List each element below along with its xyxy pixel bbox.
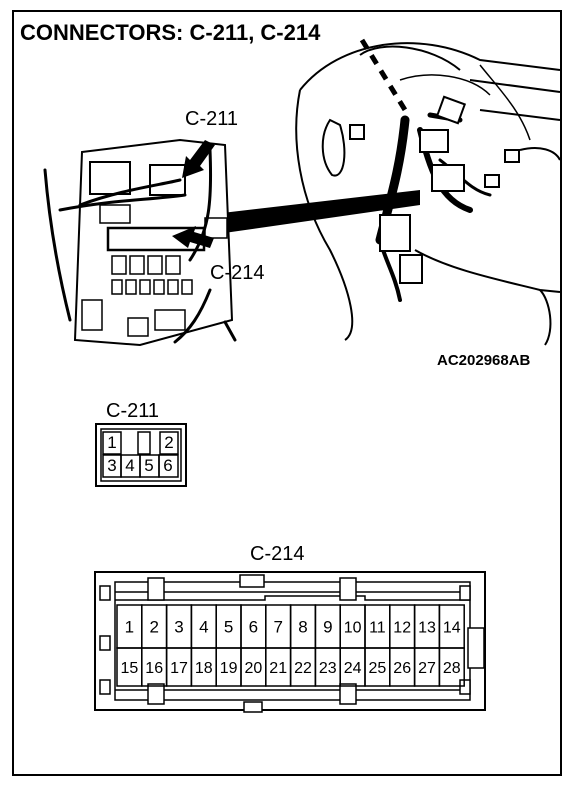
callout-c214: C-214: [210, 262, 265, 284]
steering-axis: [359, 38, 408, 112]
c211-pin: 4: [125, 456, 135, 475]
callout-c211: C-211: [185, 108, 238, 130]
c211-arrow: [182, 140, 215, 178]
c211-pin: 6: [163, 456, 173, 475]
c211-pin: 5: [144, 456, 154, 475]
diagram-frame: [12, 10, 562, 776]
figure-code: AC202968AB: [437, 352, 531, 369]
c214-label: C-214: [250, 543, 305, 565]
c211-label: C-211: [106, 400, 159, 422]
dash-connectors: [349, 95, 520, 284]
c211-pin: 1: [107, 433, 117, 452]
c211-pin: 2: [164, 433, 174, 452]
leader-pointer: [205, 190, 420, 235]
diagram-title: CONNECTORS: C-211, C-214: [20, 20, 321, 45]
c211-pin: 3: [107, 456, 117, 475]
c214-arrow: [172, 226, 214, 248]
dashboard-drawing: [295, 42, 561, 346]
